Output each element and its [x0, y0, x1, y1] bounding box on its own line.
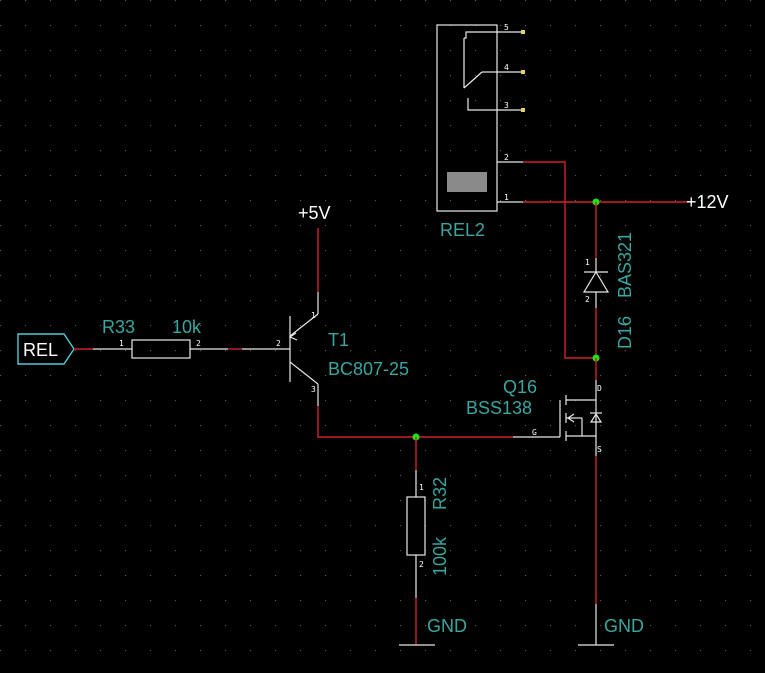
t1-pin1: 1: [311, 311, 316, 320]
rel2-pin4: 4: [504, 63, 509, 72]
rel2-pin5: 5: [504, 23, 509, 32]
rel2-relay[interactable]: [436, 24, 525, 212]
gnd2-label: GND: [604, 616, 644, 636]
r33-resistor[interactable]: [93, 339, 228, 359]
vcc12-label: +12V: [686, 192, 729, 212]
rel-input-port[interactable]: REL: [17, 333, 75, 365]
r33-pin2: 2: [196, 339, 201, 348]
r33-pin1: 1: [119, 339, 124, 348]
r32-pin1: 1: [419, 483, 424, 492]
q16-pin-s: S: [597, 445, 602, 454]
d16-pin1: 1: [585, 258, 590, 267]
q16-pin-d: D: [597, 384, 602, 393]
d16-value: BAS321: [615, 232, 635, 298]
r32-pin2: 2: [419, 560, 424, 569]
d16-ref: D16: [615, 316, 635, 349]
vcc5-label: +5V: [298, 203, 331, 223]
rel2-ref: REL2: [440, 220, 485, 240]
r32-ref: R32: [430, 477, 450, 510]
q16-value: BSS138: [466, 398, 532, 418]
d16-diode[interactable]: [582, 258, 610, 308]
q16-ref: Q16: [503, 377, 537, 397]
r32-value: 100k: [430, 536, 450, 576]
r32-resistor[interactable]: [406, 470, 426, 598]
t1-transistor[interactable]: [242, 292, 319, 406]
t1-value: BC807-25: [328, 359, 409, 379]
r33-value: 10k: [172, 317, 202, 337]
wire-t1-collector: [317, 406, 416, 438]
q16-mosfet[interactable]: [513, 380, 603, 456]
t1-pin2: 2: [276, 339, 281, 348]
d16-pin2: 2: [585, 295, 590, 304]
gnd1-label: GND: [427, 616, 467, 636]
t1-pin3: 3: [311, 385, 316, 394]
t1-ref: T1: [328, 330, 349, 350]
q16-pin-g: G: [532, 428, 537, 437]
rel2-pin1: 1: [504, 193, 509, 202]
port-label: REL: [23, 340, 58, 360]
wire-rel2-pin2-to-drain: [523, 161, 596, 359]
r33-ref: R33: [102, 317, 135, 337]
rel2-pin3: 3: [504, 101, 509, 110]
rel2-pin2: 2: [504, 153, 509, 162]
relay-coil: [447, 172, 487, 192]
